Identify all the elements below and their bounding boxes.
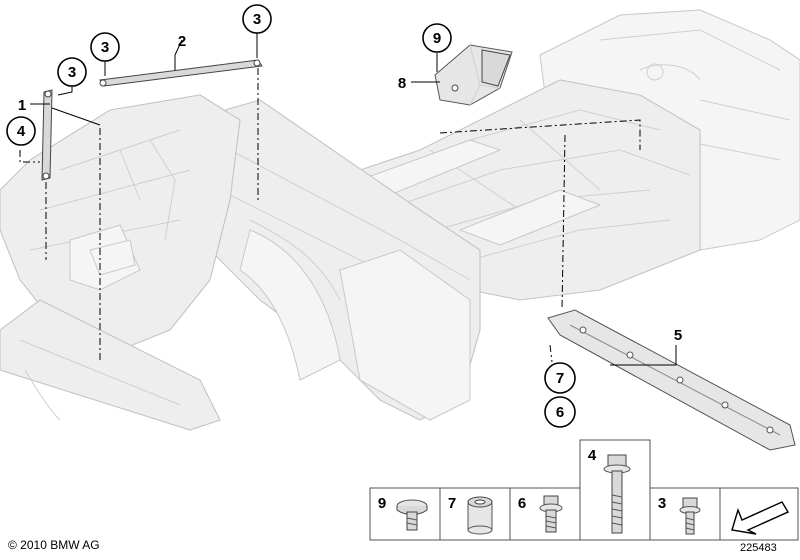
callout-5-label: 5 <box>674 327 682 344</box>
callout-9: 9 <box>422 23 452 53</box>
callout-3-label: 3 <box>253 11 261 28</box>
leader-lines <box>30 32 677 366</box>
legend-number: 3 <box>658 495 666 512</box>
pan-head-screw-icon <box>396 499 428 531</box>
legend-cell-3 <box>649 487 721 541</box>
part-9-bracket <box>434 44 513 106</box>
direction-arrow-icon <box>731 501 790 535</box>
callout-2-label: 2 <box>178 33 186 50</box>
part-1-support-strut <box>41 89 53 181</box>
callout-4-label: 4 <box>17 123 26 140</box>
callout-6: 6 <box>544 396 576 428</box>
callout-4: 4 <box>6 116 36 146</box>
callout-7: 7 <box>544 362 576 394</box>
callout-3-top-left: 3 <box>90 32 120 62</box>
callout-9-label: 9 <box>433 30 441 47</box>
callout-3-label: 3 <box>101 39 109 56</box>
callout-1-label: 1 <box>18 97 26 114</box>
long-hex-bolt-icon <box>603 454 631 534</box>
legend-number: 9 <box>378 495 386 512</box>
callout-3-left: 3 <box>57 57 87 87</box>
part-5-reinforcement-plate <box>547 309 796 451</box>
legend-number: 4 <box>588 447 597 464</box>
callout-3-right: 3 <box>242 4 272 34</box>
copyright-text: © 2010 BMW AG <box>8 538 100 552</box>
callout-6-label: 6 <box>556 404 564 421</box>
diagram-reference-number: 225483 <box>740 542 777 554</box>
parts-legend: 9 7 6 4 3 <box>369 439 799 541</box>
callout-7-label: 7 <box>556 370 564 387</box>
spacer-sleeve-icon <box>467 496 493 535</box>
vehicle-floor-structure <box>0 9 800 431</box>
legend-number: 7 <box>448 495 456 512</box>
legend-number: 6 <box>518 495 526 512</box>
flange-bolt-icon <box>539 495 563 533</box>
part-2-cross-brace <box>99 59 263 87</box>
callout-3-label: 3 <box>68 64 76 81</box>
assembly-lines <box>19 68 641 363</box>
hex-flange-bolt-icon <box>679 497 701 535</box>
callout-8-label: 8 <box>398 75 406 92</box>
